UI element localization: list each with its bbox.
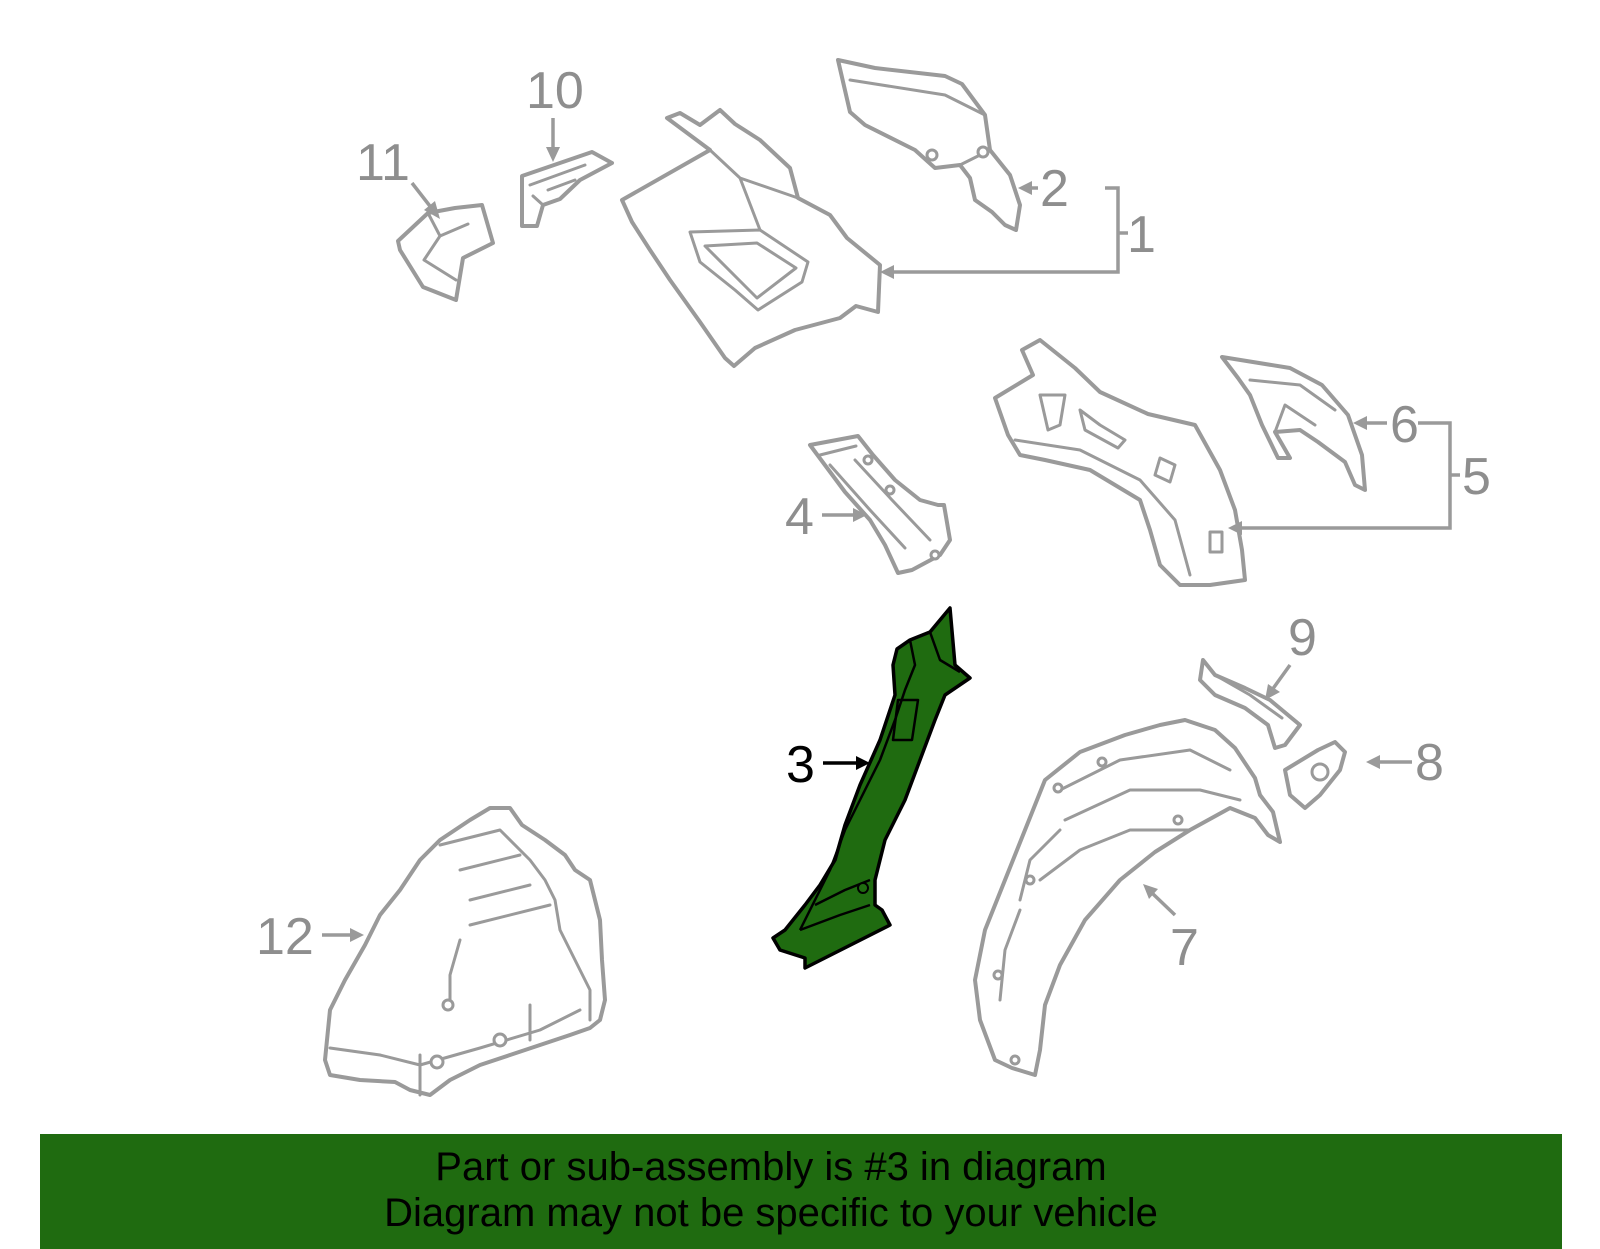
callout-7: 7 [1170,919,1199,977]
callout-2: 2 [1040,160,1069,218]
callout-6: 6 [1390,396,1419,454]
part-11[interactable] [396,203,495,302]
callout-9: 9 [1288,609,1317,667]
banner-line-2: Diagram may not be specific to your vehi… [384,1191,1158,1235]
callout-11: 11 [356,134,410,192]
part-10[interactable] [520,150,614,228]
callout-5: 5 [1462,448,1491,506]
part-1[interactable] [620,108,882,368]
callout-3: 3 [786,736,815,794]
callout-10: 10 [526,62,584,120]
part-3[interactable] [771,606,972,970]
callout-4: 4 [785,488,814,546]
info-banner: Part or sub-assembly is #3 in diagram Di… [40,1134,1562,1249]
callout-12: 12 [256,908,314,966]
part-7[interactable] [973,718,1282,1077]
part-2[interactable] [836,58,1022,232]
banner-line-1: Part or sub-assembly is #3 in diagram [435,1145,1107,1189]
parts-diagram: 11 10 2 1 6 5 4 9 8 7 12 3 [256,58,1491,1097]
part-9[interactable] [1198,658,1302,750]
callout-8: 8 [1415,734,1444,792]
leader-lines [322,118,1460,942]
part-6[interactable] [1220,355,1367,492]
callout-labels: 11 10 2 1 6 5 4 9 8 7 12 3 [256,62,1491,977]
part-4[interactable] [808,434,952,575]
part-12[interactable] [323,806,607,1097]
part-5[interactable] [993,338,1247,587]
part-8[interactable] [1283,740,1347,810]
callout-1: 1 [1127,206,1156,264]
